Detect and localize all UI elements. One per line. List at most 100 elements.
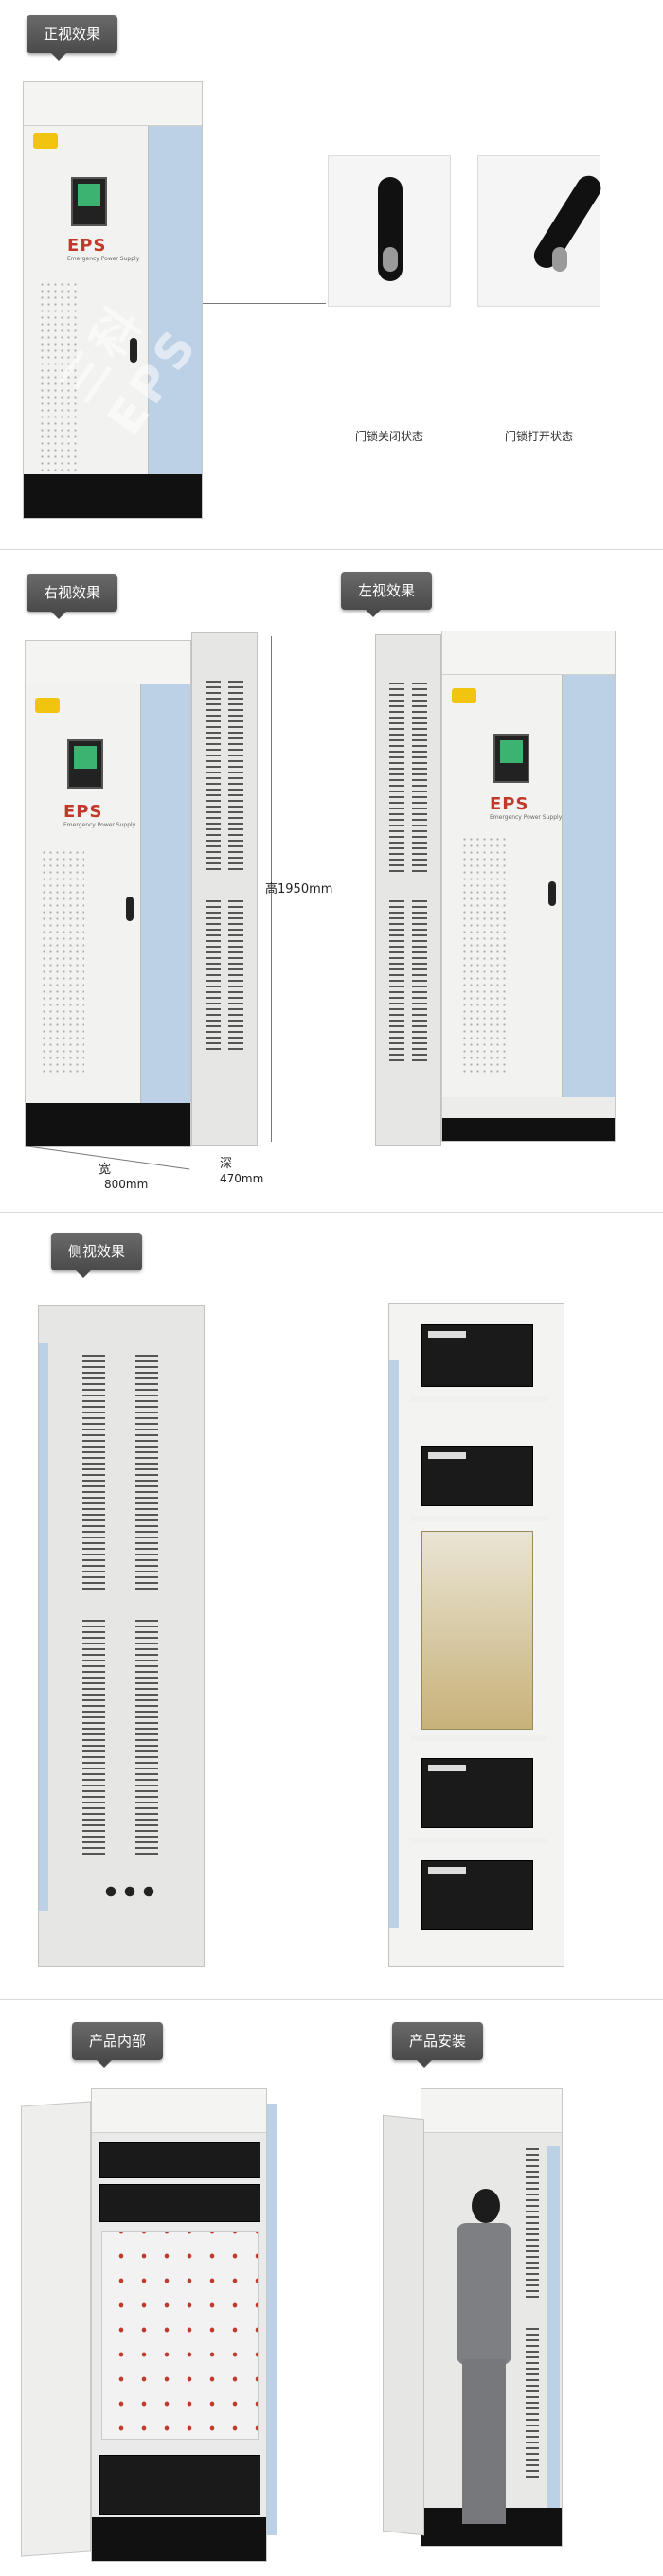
breaker-panel-icon: [101, 2231, 259, 2440]
open-door: [383, 2114, 424, 2536]
side-panel: [547, 2146, 560, 2515]
brand-subtext: Emergency Power Supply: [67, 256, 140, 262]
side-panel: [39, 1343, 48, 1911]
cabinet-open-view: [388, 1303, 564, 1967]
right-view-tag: 右视效果: [27, 574, 118, 619]
brand-text: EPS: [490, 794, 529, 814]
lock-handle-open-icon: [529, 170, 606, 273]
depth-dimension-value: 470mm: [220, 1172, 264, 1185]
height-dimension-line: [271, 636, 272, 1142]
cabinet-top: [92, 2089, 266, 2133]
vent-grille: [39, 281, 77, 471]
height-dimension: 高1950mm: [265, 882, 333, 897]
width-dimension-label: 宽: [99, 1163, 112, 1177]
side-vent-slots: [82, 1353, 105, 1590]
logo-badge-icon: [452, 688, 476, 703]
side-vent-slots: [412, 900, 427, 1061]
cabinet-top: [421, 2089, 562, 2133]
side-panel: [148, 126, 202, 474]
shelf: [410, 1735, 547, 1741]
door-handle-icon: [126, 897, 134, 921]
battery-icon: [99, 2455, 260, 2515]
cabinet-side-panel: [375, 634, 441, 1146]
cabinet-top: [24, 82, 202, 126]
cabinet-front-view: EPS Emergency Power Supply 三科EPS: [23, 81, 209, 519]
cabinet-base: [24, 474, 202, 518]
lock-open-caption: 门锁打开状态: [504, 430, 573, 443]
vent-grille: [41, 849, 84, 1076]
lock-closed-caption: 门锁关闭状态: [354, 430, 423, 443]
control-display-icon: [493, 734, 529, 783]
technician-shoes: [457, 2524, 513, 2537]
logo-badge-icon: [33, 133, 58, 149]
lock-closed-image: [328, 155, 451, 307]
front-view-tag: 正视效果: [27, 15, 118, 61]
battery-icon: [421, 1860, 533, 1930]
shelf: [410, 1838, 547, 1843]
technician-body: [457, 2223, 511, 2365]
side-vent-slots: [526, 2146, 539, 2298]
cabinet-top: [442, 631, 615, 675]
cabinet-interior-view: [91, 2088, 267, 2562]
logo-badge-icon: [35, 698, 60, 713]
install-tag: 产品安装: [392, 2022, 484, 2068]
interior-tag: 产品内部: [72, 2022, 164, 2068]
battery-icon: [421, 1758, 533, 1828]
callout-line: [203, 303, 326, 304]
side-vent-slots: [206, 681, 221, 870]
brand-subtext: Emergency Power Supply: [490, 814, 563, 821]
side-vent-slots: [412, 683, 427, 872]
control-display-icon: [67, 739, 103, 789]
cabinet-right-view: EPS Emergency Power Supply: [25, 640, 191, 1147]
cabinet-base: [442, 1118, 615, 1141]
technician-figure: [445, 2189, 521, 2539]
section-divider: [0, 549, 663, 550]
door-handle-icon: [548, 881, 556, 906]
side-vent-slots: [389, 683, 404, 872]
cabinet-base: [92, 2517, 266, 2561]
side-vent-slots: [228, 898, 243, 1050]
side-vent-slots: [135, 1618, 158, 1855]
brand-text: EPS: [67, 236, 107, 256]
cabinet-top: [26, 641, 190, 684]
section-divider: [0, 1999, 663, 2000]
battery-icon: [99, 2184, 260, 2222]
side-panel: [140, 684, 190, 1103]
side-view-tag: 侧视效果: [51, 1233, 143, 1278]
door-handle-icon: [130, 338, 137, 363]
cabinet-side-view: [38, 1305, 205, 1967]
cabinet-base: [26, 1103, 190, 1146]
cabinet-left-view: EPS Emergency Power Supply: [441, 631, 616, 1142]
battery-icon: [99, 2142, 260, 2178]
open-door: [21, 2101, 91, 2557]
side-vent-slots: [228, 681, 243, 870]
side-panel: [389, 1360, 399, 1928]
technician-head: [472, 2189, 500, 2223]
brand-subtext: Emergency Power Supply: [63, 822, 136, 828]
side-vent-slots: [82, 1618, 105, 1855]
cable-holes-icon: [101, 1885, 158, 1898]
cabinet-side-panel: [191, 632, 258, 1146]
side-vent-slots: [526, 2326, 539, 2478]
lock-open-image: [477, 155, 606, 307]
control-display-icon: [71, 177, 107, 226]
left-view-tag: 左视效果: [341, 572, 433, 617]
lock-cylinder-icon: [552, 247, 567, 272]
depth-dimension-label: 深: [220, 1157, 233, 1171]
side-panel: [267, 2104, 277, 2535]
side-panel: [563, 675, 615, 1097]
brand-label: EPS Emergency Power Supply: [490, 794, 562, 821]
technician-legs: [462, 2359, 506, 2525]
shelf: [410, 1516, 547, 1521]
side-vent-slots: [135, 1353, 158, 1590]
vent-grille: [461, 836, 507, 1073]
side-vent-slots: [389, 900, 404, 1061]
lock-cylinder-icon: [383, 247, 398, 272]
shelf: [410, 1396, 547, 1402]
section-divider: [0, 1212, 663, 1213]
side-vent-slots: [206, 898, 221, 1050]
battery-icon: [421, 1324, 533, 1387]
battery-icon: [421, 1446, 533, 1506]
brand-label: EPS Emergency Power Supply: [63, 802, 135, 828]
width-dimension-value: 800mm: [104, 1178, 149, 1191]
